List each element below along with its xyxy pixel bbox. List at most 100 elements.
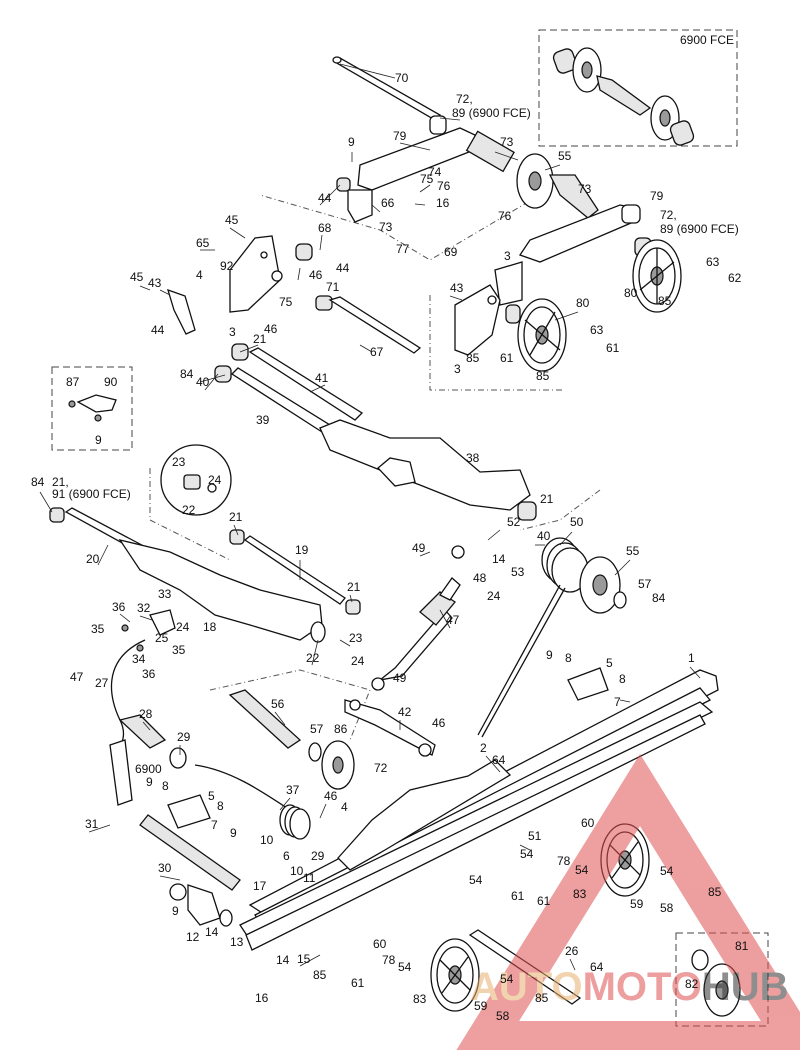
leader-line bbox=[311, 639, 319, 666]
svg-text:AUTOMOTOHUB: AUTOMOTOHUB bbox=[470, 965, 789, 1009]
part-callout-c40a: 40 bbox=[196, 375, 210, 389]
part-callout-c54e: 54 bbox=[398, 960, 412, 974]
arm-group-line bbox=[149, 468, 231, 561]
part-callout-c48: 48 bbox=[473, 571, 487, 585]
leader-line bbox=[142, 721, 151, 731]
part-callout-c49a: 49 bbox=[412, 541, 426, 555]
part-callout-c14b: 14 bbox=[205, 925, 219, 939]
leader-line bbox=[97, 544, 109, 566]
part-callout-c2: 2 bbox=[480, 741, 487, 755]
bushing-75 bbox=[315, 295, 333, 311]
leader-line bbox=[139, 615, 153, 621]
part-callout-c6: 6 bbox=[283, 849, 290, 863]
idler-wheel-86 bbox=[321, 740, 355, 790]
leader-line bbox=[349, 594, 353, 603]
part-callout-c36b: 36 bbox=[142, 667, 156, 681]
part-callout-c73b: 73 bbox=[578, 182, 592, 196]
part-callout-c33: 33 bbox=[158, 587, 172, 601]
part-callout-c86: 86 bbox=[334, 722, 348, 736]
part-callout-c76b: 76 bbox=[498, 209, 512, 223]
part-callout-c73c: 73 bbox=[379, 220, 393, 234]
part-callout-c54d: 54 bbox=[660, 864, 674, 878]
leader-line bbox=[274, 711, 286, 726]
part-callout-c85f: 85 bbox=[535, 991, 549, 1005]
leader-line bbox=[319, 184, 341, 206]
part-callout-c7a: 7 bbox=[614, 695, 621, 709]
part-callout-c56: 56 bbox=[271, 697, 285, 711]
torsion-spring-37 bbox=[194, 764, 311, 840]
leader-line bbox=[371, 204, 381, 213]
leader-line bbox=[339, 639, 351, 647]
leader-line bbox=[279, 797, 291, 811]
part-callout-c61a: 61 bbox=[500, 351, 514, 365]
part-callout-c42: 42 bbox=[398, 705, 412, 719]
leader-line bbox=[487, 529, 501, 541]
leader-line bbox=[229, 227, 246, 239]
part-callout-c80b: 80 bbox=[576, 296, 590, 310]
watermark-hub: HUB bbox=[702, 965, 789, 1009]
leader-line bbox=[199, 374, 226, 383]
leader-line bbox=[359, 344, 373, 353]
part-callout-c75a: 75 bbox=[420, 172, 434, 186]
watermark-auto: AUTO bbox=[470, 965, 583, 1009]
front-bracket-12 bbox=[169, 883, 233, 927]
wheel-81-alt bbox=[691, 949, 741, 1017]
leader-line bbox=[494, 151, 519, 161]
part-callout-c61b: 61 bbox=[606, 341, 620, 355]
part-callout-c89b: 89 (6900 FCE) bbox=[660, 222, 739, 236]
part-callout-c32: 32 bbox=[137, 601, 151, 615]
leader-line bbox=[319, 234, 323, 251]
part-callout-c14a: 14 bbox=[492, 552, 506, 566]
part-callout-c84a: 84 bbox=[180, 367, 194, 381]
part-callout-c28: 28 bbox=[139, 707, 153, 721]
part-callout-c9d: 9 bbox=[146, 775, 153, 789]
part-callout-c41: 41 bbox=[315, 371, 329, 385]
crossmember-38 bbox=[214, 365, 537, 521]
front-shafts-28 bbox=[109, 714, 241, 891]
upper-crossbar-79 bbox=[347, 115, 515, 223]
idler-wheel-55-upper bbox=[516, 153, 599, 219]
leader-line bbox=[449, 295, 463, 301]
leader-line bbox=[559, 531, 573, 546]
side-bracket-3-upper bbox=[229, 235, 283, 313]
shaft-67 bbox=[328, 296, 422, 354]
leader-line bbox=[119, 613, 131, 623]
part-callout-c61c: 61 bbox=[511, 889, 525, 903]
bushing-44-top bbox=[336, 177, 351, 192]
part-callout-c10a: 10 bbox=[260, 833, 274, 847]
watermark-logo: AUTOMOTOHUB bbox=[456, 753, 800, 1050]
part-callout-c85a: 85 bbox=[658, 294, 672, 308]
part-callout-c7b: 7 bbox=[211, 818, 218, 832]
link-42 bbox=[344, 699, 436, 757]
part-callout-c84c: 84 bbox=[652, 591, 666, 605]
leader-line bbox=[614, 559, 631, 576]
leader-line bbox=[439, 609, 451, 629]
part-callout-c21e: 21 bbox=[347, 580, 361, 594]
part-callout-c21a: 21 bbox=[253, 332, 267, 346]
part-callout-c3b: 3 bbox=[229, 325, 236, 339]
part-callout-c79b: 79 bbox=[650, 189, 664, 203]
part-callout-c71: 71 bbox=[326, 280, 340, 294]
part-callout-c26: 26 bbox=[565, 944, 579, 958]
part-callout-c62: 62 bbox=[728, 271, 742, 285]
rear-wheel-80-lower bbox=[505, 298, 567, 372]
part-callout-c83b: 83 bbox=[413, 992, 427, 1006]
part-callout-c23b: 23 bbox=[349, 631, 363, 645]
part-callout-c52: 52 bbox=[507, 515, 521, 529]
part-callout-c5a: 5 bbox=[606, 656, 613, 670]
part-callout-c54a: 54 bbox=[520, 847, 534, 861]
leader-line bbox=[88, 824, 111, 833]
spring-group-line bbox=[519, 489, 601, 531]
rear-wheel-83-lower bbox=[430, 938, 480, 1012]
part-callout-c63a: 63 bbox=[706, 255, 720, 269]
part-callout-c50: 50 bbox=[570, 515, 584, 529]
part-callout-c61e: 61 bbox=[351, 976, 365, 990]
part-callout-c59b: 59 bbox=[474, 999, 488, 1013]
part-callout-c61d: 61 bbox=[537, 894, 551, 908]
part-callout-c55a: 55 bbox=[558, 149, 572, 163]
part-callout-c64b: 64 bbox=[590, 960, 604, 974]
part-callout-c58b: 58 bbox=[496, 1009, 510, 1023]
leader-line bbox=[309, 384, 326, 393]
right-crossbar-79 bbox=[494, 204, 641, 306]
part-callout-c5b: 5 bbox=[208, 789, 215, 803]
